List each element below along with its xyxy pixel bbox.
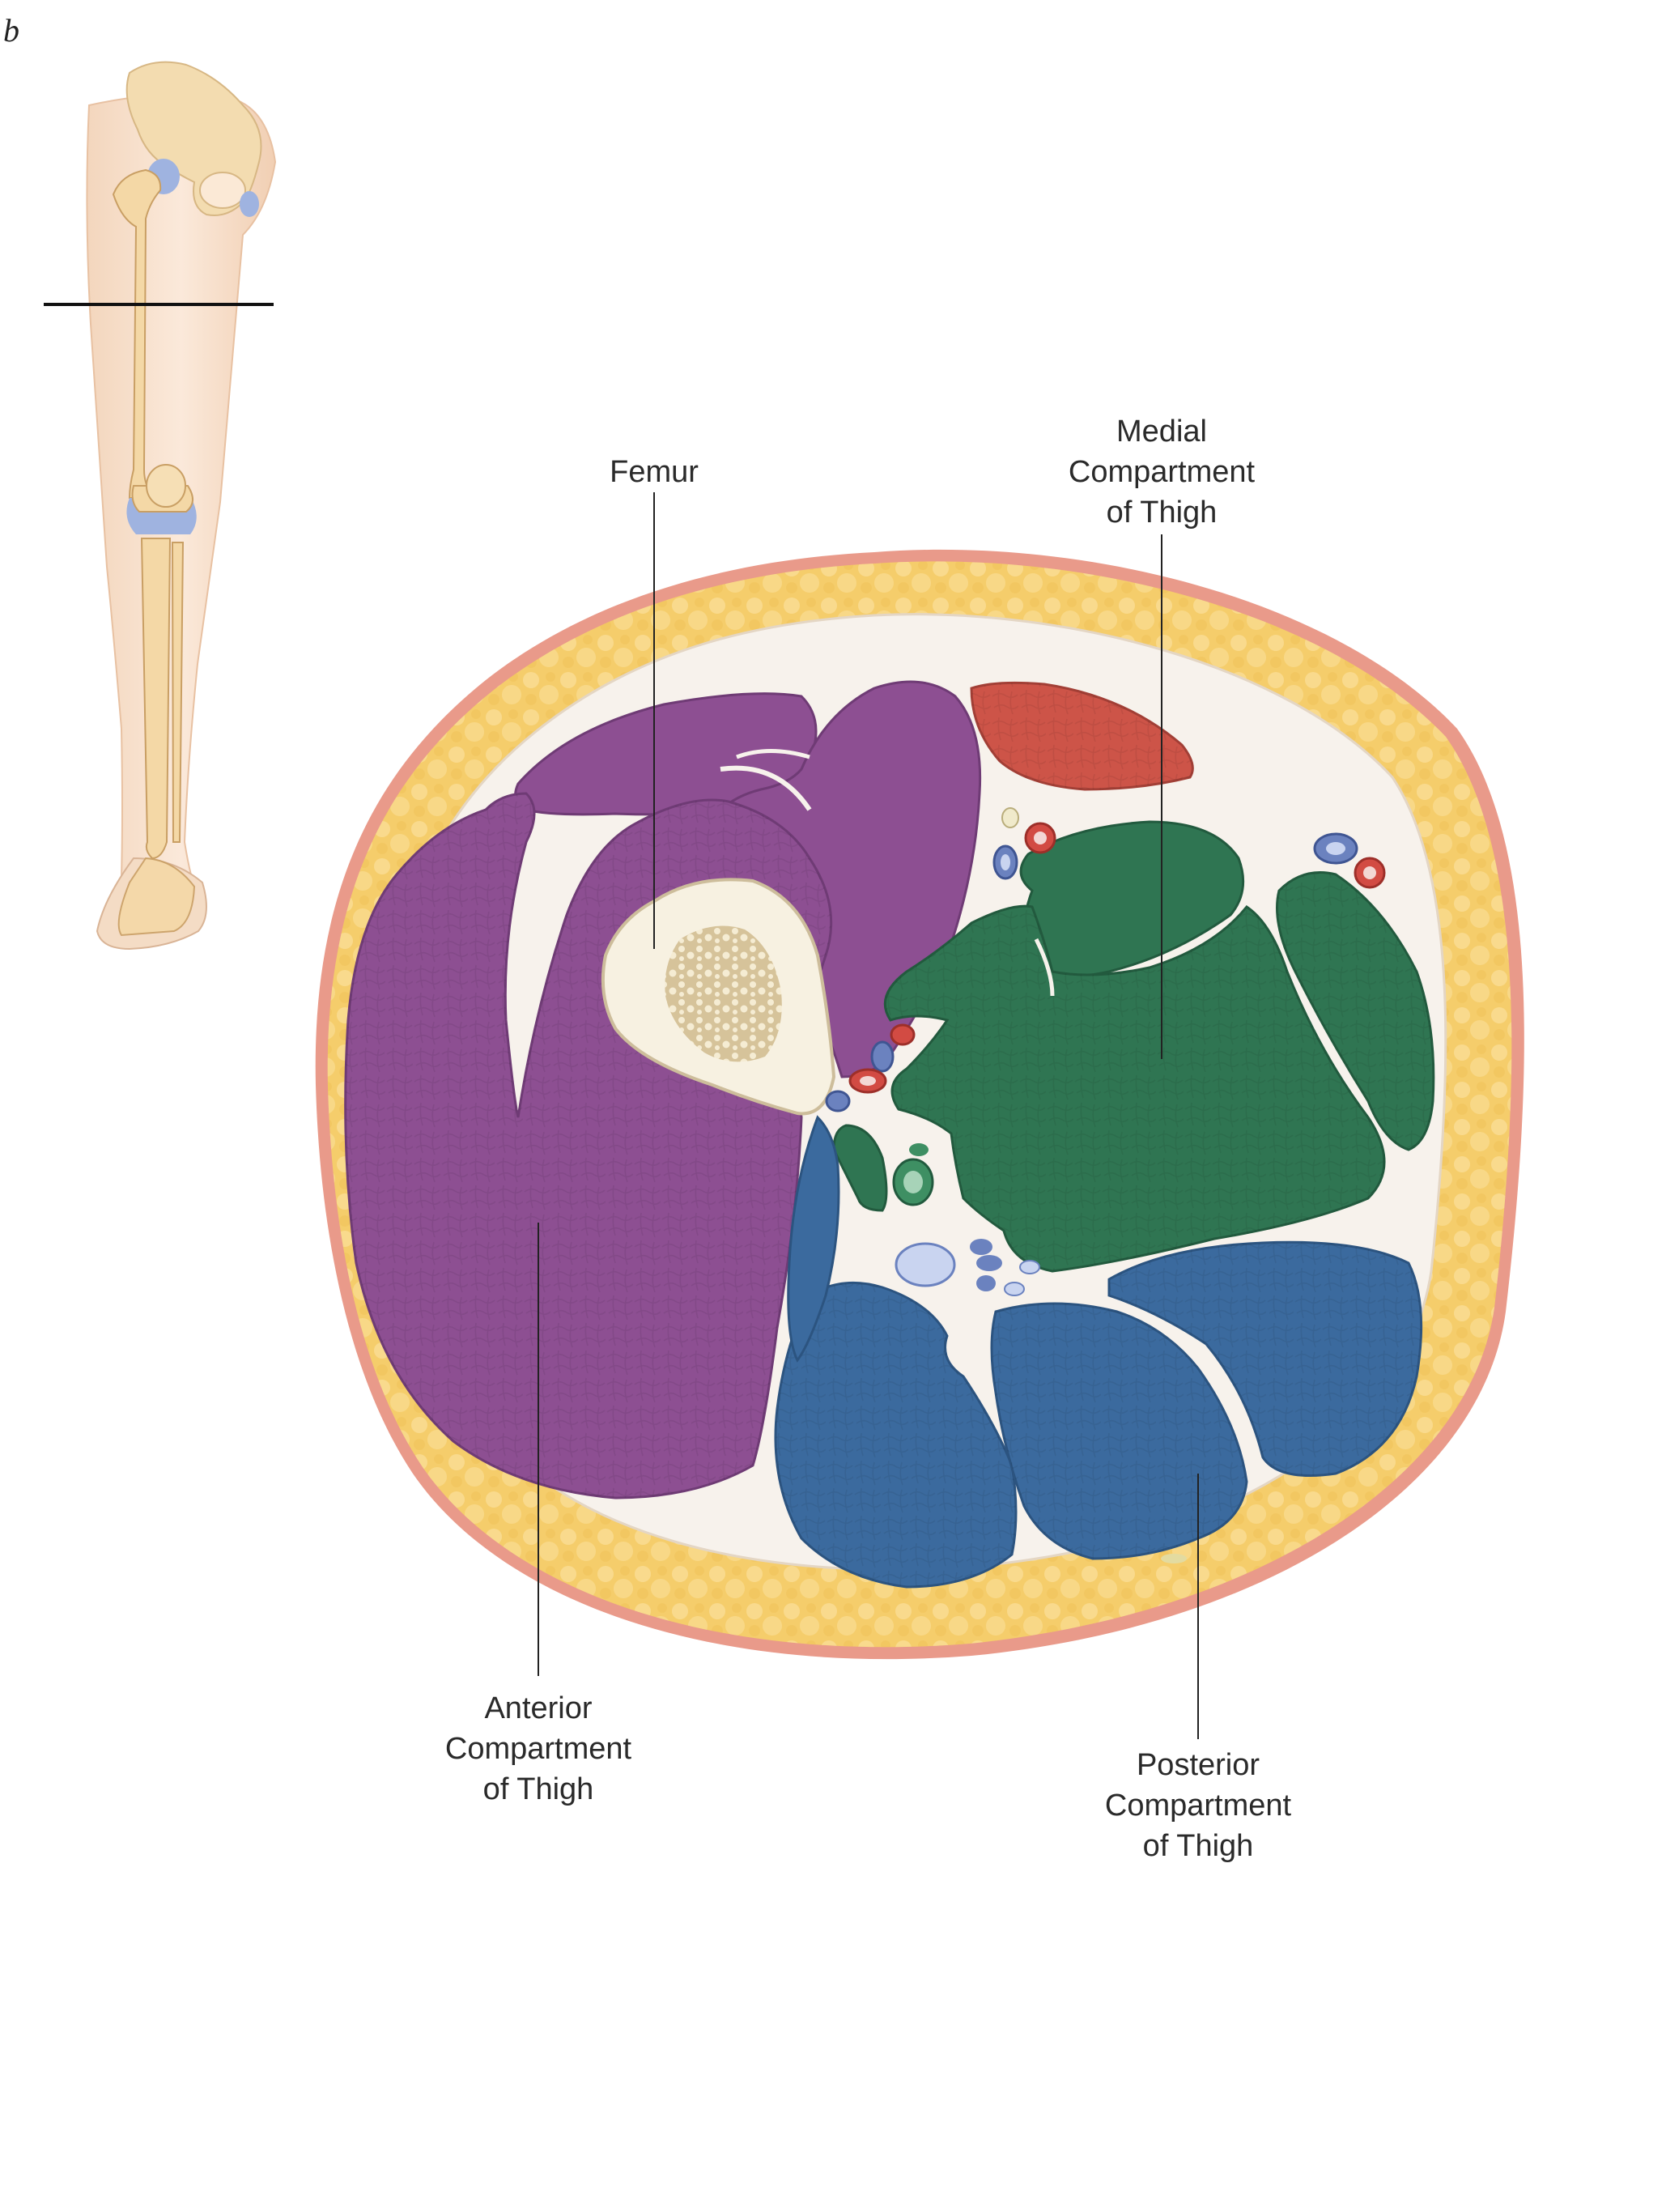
fibula-bone (171, 542, 185, 843)
medial-compartment-label: Medial Compartment of Thigh (1068, 415, 1256, 530)
posterior-compartment-label: Posterior Compartment of Thigh (1104, 1748, 1292, 1863)
anterior-compartment-label: Anterior Compartment of Thigh (444, 1691, 632, 1806)
femur-label: Femur (610, 455, 699, 489)
neurovascular-structures (825, 807, 1386, 1563)
femur-cross-section (601, 878, 836, 1116)
panel-letter: b (3, 12, 19, 49)
posterior-compartment (774, 1115, 1423, 1589)
leader-lines (538, 492, 1199, 1739)
femur-bone-small (112, 168, 162, 499)
medial-compartment (832, 820, 1435, 1273)
thigh-cross-section (315, 492, 1524, 1739)
leg-illustration (44, 61, 277, 951)
